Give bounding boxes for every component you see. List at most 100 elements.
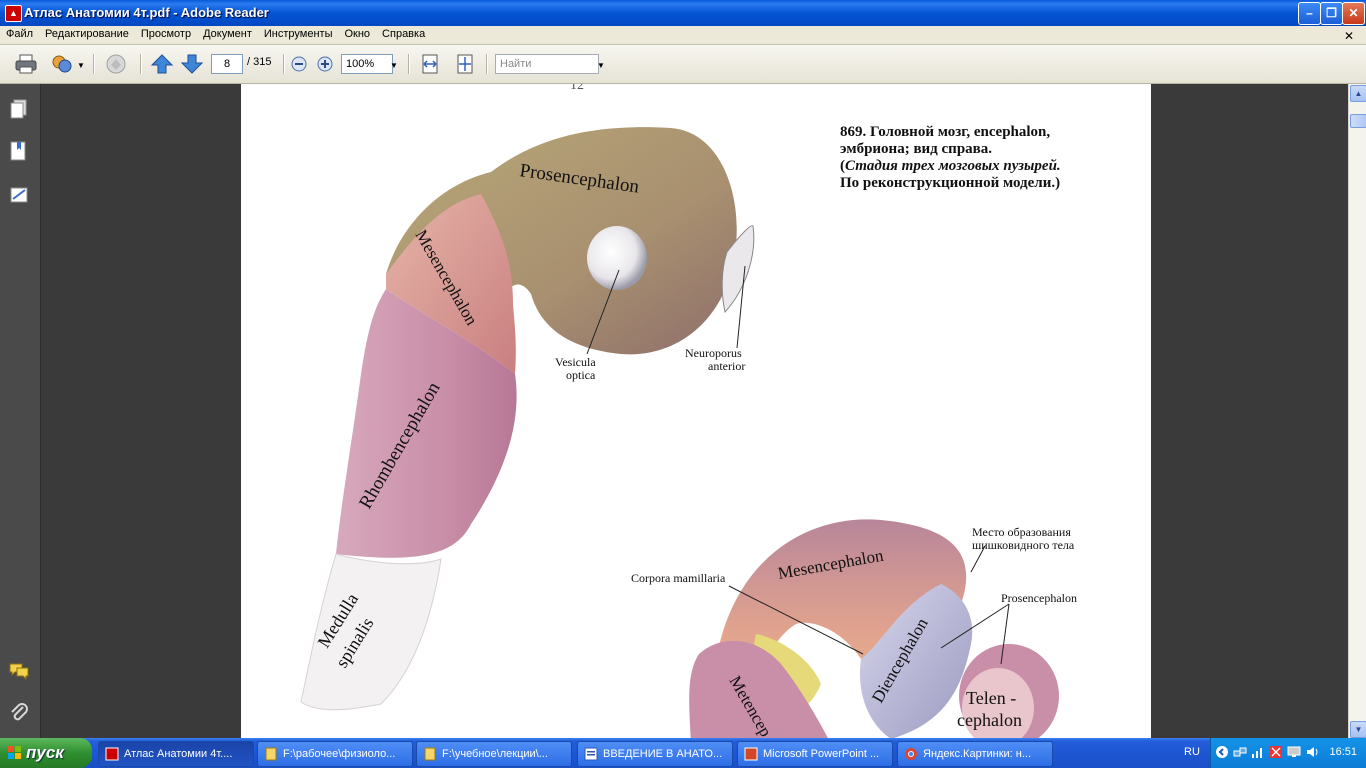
pdf-page[interactable]: 12 869. Головной мозг, encephalon, эмбри… xyxy=(241,84,1151,738)
start-button[interactable]: пуск xyxy=(0,738,92,768)
language-indicator[interactable]: RU xyxy=(1184,746,1200,758)
navigation-panel xyxy=(0,84,41,738)
vertical-scrollbar[interactable]: ▲ ▼ xyxy=(1348,84,1366,738)
next-page-icon[interactable] xyxy=(180,53,204,75)
menu-window[interactable]: Окно xyxy=(344,28,371,40)
label-neuroporus: Neuroporus xyxy=(685,346,742,360)
attachments-icon[interactable] xyxy=(8,702,30,724)
pdf-icon xyxy=(105,747,119,761)
folder-icon xyxy=(265,747,277,761)
menu-edit[interactable]: Редактирование xyxy=(45,28,129,40)
page-number-label: 12 xyxy=(570,84,584,93)
diencephalon-region xyxy=(860,584,973,738)
zoom-in-icon[interactable] xyxy=(316,53,334,75)
taskbar-item-folder-work[interactable]: F:\рабочее\физиоло... xyxy=(257,741,413,767)
taskbar-item-powerpoint[interactable]: Microsoft PowerPoint ... xyxy=(737,741,893,767)
restore-button[interactable]: ❐ xyxy=(1320,2,1343,25)
fit-width-icon[interactable] xyxy=(418,53,442,75)
previous-page-icon[interactable] xyxy=(150,53,174,75)
vesicula-optica-shape xyxy=(587,226,647,290)
toolbar-separator xyxy=(93,54,95,74)
metencephalon-region xyxy=(689,640,828,738)
embryo-brain-illustration: Prosencephalon Mesencephalon Rhombenceph… xyxy=(300,127,1077,738)
neuroporus-anterior-shape xyxy=(721,225,755,314)
windows-logo-icon xyxy=(8,746,21,759)
powerpoint-icon xyxy=(744,747,758,761)
system-tray: 16:51 xyxy=(1210,738,1366,768)
menu-file[interactable]: Файл xyxy=(6,28,34,40)
page-total: / 315 xyxy=(247,56,272,68)
toolbar-separator xyxy=(283,54,285,74)
fit-page-icon[interactable] xyxy=(453,53,477,75)
document-close-icon[interactable]: ✕ xyxy=(1343,29,1354,43)
scroll-down-icon[interactable]: ▼ xyxy=(1350,721,1366,738)
label-optica: optica xyxy=(566,368,596,382)
window-title: Атлас Анатомии 4т.pdf - Adobe Reader xyxy=(24,5,269,20)
monitor-icon[interactable] xyxy=(1287,745,1301,759)
zoom-level-select[interactable]: 100% xyxy=(341,54,393,74)
leader-line xyxy=(970,545,986,573)
close-button[interactable]: ✕ xyxy=(1342,2,1365,25)
menu-document[interactable]: Документ xyxy=(203,28,252,40)
label-cephalon: cephalon xyxy=(957,710,1022,730)
label-vesicula: Vesicula xyxy=(555,355,596,369)
minimize-button[interactable]: – xyxy=(1298,2,1321,25)
page-number-input[interactable]: 8 xyxy=(211,54,243,74)
label-anterior: anterior xyxy=(708,359,745,373)
toolbar-separator xyxy=(408,54,410,74)
find-input[interactable]: Найти xyxy=(495,54,599,74)
menu-view[interactable]: Просмотр xyxy=(140,28,192,40)
label-prosencephalon-lower: Prosencephalon xyxy=(1001,591,1077,605)
label-corpora-mamillaria: Corpora mamillaria xyxy=(631,571,726,585)
collaborate-icon[interactable] xyxy=(50,53,74,75)
chrome-icon xyxy=(905,748,917,760)
caption-line: эмбриона; вид справа. xyxy=(840,141,993,157)
menu-help[interactable]: Справка xyxy=(382,28,426,40)
leader-line xyxy=(586,269,620,355)
mesencephalon-region xyxy=(386,194,516,374)
bookmarks-icon[interactable] xyxy=(8,140,30,162)
pages-icon[interactable] xyxy=(8,98,30,120)
taskbar-item-folder-study[interactable]: F:\учебное\лекции\... xyxy=(416,741,572,767)
taskbar: пуск Атлас Анатомии 4т.... F:\рабочее\фи… xyxy=(0,738,1366,768)
taskbar-item-word[interactable]: ВВЕДЕНИЕ В АНАТО... xyxy=(577,741,733,767)
title-bar: ▲ Атлас Анатомии 4т.pdf - Adobe Reader –… xyxy=(0,0,1366,26)
figure-caption: 869. Головной мозг, encephalon, эмбриона… xyxy=(840,124,1061,192)
caption-line: 869. Головной мозг, encephalon, xyxy=(840,124,1051,140)
find-dropdown-icon[interactable]: ▼ xyxy=(597,61,605,70)
rhombencephalon-region xyxy=(336,289,517,558)
comments-icon[interactable] xyxy=(8,660,30,682)
hand-tool-icon[interactable] xyxy=(104,53,128,75)
antivirus-icon[interactable] xyxy=(1269,745,1283,759)
adobe-reader-icon: ▲ xyxy=(5,5,22,22)
document-area[interactable]: 12 869. Головной мозг, encephalon, эмбри… xyxy=(41,84,1349,738)
leader-line xyxy=(1000,603,1010,665)
word-document-icon xyxy=(584,747,598,761)
clock[interactable]: 16:51 xyxy=(1329,746,1357,758)
zoom-dropdown-icon[interactable]: ▼ xyxy=(390,61,398,70)
menu-bar: Файл Редактирование Просмотр Документ Инстру… xyxy=(0,26,1366,45)
collaborate-dropdown-icon[interactable]: ▼ xyxy=(77,61,85,70)
caption-line: (Стадия трех мозговых пузырей. xyxy=(840,158,1061,174)
menu-tools[interactable]: Инструменты xyxy=(263,28,333,40)
caption-line: По реконструкционной модели.) xyxy=(840,175,1061,191)
leader-line xyxy=(736,265,746,349)
scroll-up-icon[interactable]: ▲ xyxy=(1350,85,1366,102)
taskbar-item-browser[interactable]: Яндекс.Картинки: н... xyxy=(897,741,1053,767)
volume-icon[interactable] xyxy=(1305,745,1319,759)
leader-line xyxy=(728,585,864,655)
signatures-icon[interactable] xyxy=(8,184,30,206)
print-icon[interactable] xyxy=(14,53,38,75)
scroll-thumb[interactable] xyxy=(1350,114,1366,128)
toolbar-separator xyxy=(140,54,142,74)
folder-icon xyxy=(424,747,436,761)
network-icon[interactable] xyxy=(1233,745,1247,759)
zoom-out-icon[interactable] xyxy=(290,53,308,75)
label-telen: Telen - xyxy=(966,688,1016,708)
signal-icon[interactable] xyxy=(1251,745,1265,759)
label-shishkovidnogo: шишковидного тела xyxy=(972,538,1075,552)
label-mesto: Место образования xyxy=(972,525,1071,539)
taskbar-item-adobe-reader[interactable]: Атлас Анатомии 4т.... xyxy=(98,741,254,767)
medulla-spinalis-region xyxy=(300,553,442,711)
tray-expand-icon[interactable] xyxy=(1215,745,1229,759)
